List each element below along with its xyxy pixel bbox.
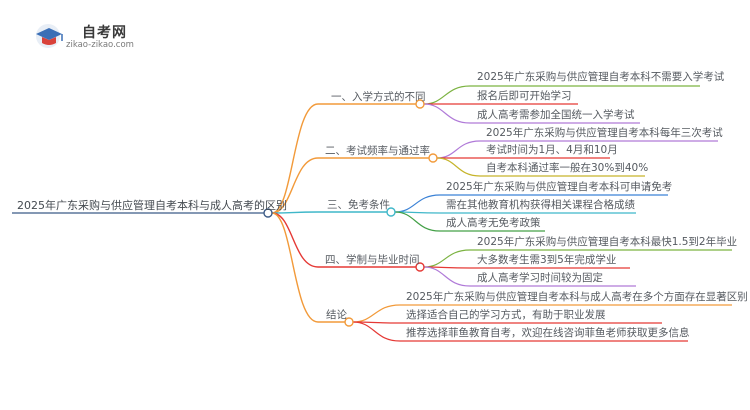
branch-connector [271, 212, 319, 268]
leaf-frequency-1[interactable]: 2025年广东采购与供应管理自考本科每年三次考试 [486, 127, 723, 139]
branch-node-circle [386, 207, 396, 217]
branch-connector [271, 103, 319, 214]
leaf-exemption-2[interactable]: 需在其他教育机构获得相关课程合格成绩 [446, 199, 635, 211]
leaf-exemption-3[interactable]: 成人高考无免考政策 [446, 217, 541, 229]
graduation-cap-icon [36, 24, 63, 48]
leaf-conclusion-2[interactable]: 选择适合自己的学习方式，有助于职业发展 [406, 309, 606, 321]
leaf-connector [436, 157, 481, 177]
leaf-connector [423, 266, 471, 287]
branch-connector [271, 211, 319, 214]
leaf-duration-3[interactable]: 成人高考学习时间较为固定 [477, 272, 603, 284]
leaf-duration-1[interactable]: 2025年广东采购与供应管理自考本科最快1.5到2年毕业 [477, 236, 738, 248]
branch-label-exemption[interactable]: 三、免考条件 [327, 199, 390, 211]
branch-label-conclusion[interactable]: 结论 [326, 309, 347, 321]
logo-subtitle: zikao-zikao.com [66, 40, 134, 50]
leaf-connector [394, 211, 441, 232]
leaf-frequency-3[interactable]: 自考本科通过率一般在30%到40% [486, 162, 649, 174]
leaf-admission-3[interactable]: 成人高考需参加全国统一入学考试 [477, 109, 635, 121]
leaf-exemption-1[interactable]: 2025年广东采购与供应管理自考本科可申请免考 [446, 181, 673, 193]
leaf-conclusion-1[interactable]: 2025年广东采购与供应管理自考本科与成人高考在多个方面存在显著区别 [406, 291, 748, 303]
leaf-connector [423, 103, 471, 124]
site-logo[interactable]: 自考网 zikao-zikao.com [32, 20, 172, 50]
leaf-connector [394, 194, 441, 213]
leaf-connector [436, 140, 481, 159]
leaf-connector [352, 321, 401, 342]
leaf-connector [423, 249, 471, 268]
branch-node-circle [428, 153, 438, 163]
leaf-admission-1[interactable]: 2025年广东采购与供应管理自考本科不需要入学考试 [477, 71, 725, 83]
branch-node-circle [344, 317, 354, 327]
branch-connector [271, 212, 319, 323]
leaf-connector [352, 304, 401, 323]
branch-node-circle [415, 99, 425, 109]
root-node-circle [263, 208, 273, 218]
branch-label-admission[interactable]: 一、入学方式的不同 [331, 91, 426, 103]
leaf-admission-2[interactable]: 报名后即可开始学习 [477, 90, 572, 102]
branch-node-circle [415, 262, 425, 272]
logo-title: 自考网 [82, 25, 127, 41]
root-topic[interactable]: 2025年广东采购与供应管理自考本科与成人高考的区别 [17, 199, 287, 212]
branch-connector [271, 157, 319, 214]
leaf-conclusion-3[interactable]: 推荐选择菲鱼教育自考，欢迎在线咨询菲鱼老师获取更多信息 [406, 327, 690, 339]
branch-label-duration[interactable]: 四、学制与毕业时间 [325, 254, 420, 266]
leaf-connector [423, 85, 471, 105]
leaf-frequency-2[interactable]: 考试时间为1月、4月和10月 [486, 144, 618, 156]
leaf-duration-2[interactable]: 大多数考生需3到5年完成学业 [477, 254, 617, 266]
branch-label-exam-frequency[interactable]: 二、考试频率与通过率 [325, 145, 430, 157]
